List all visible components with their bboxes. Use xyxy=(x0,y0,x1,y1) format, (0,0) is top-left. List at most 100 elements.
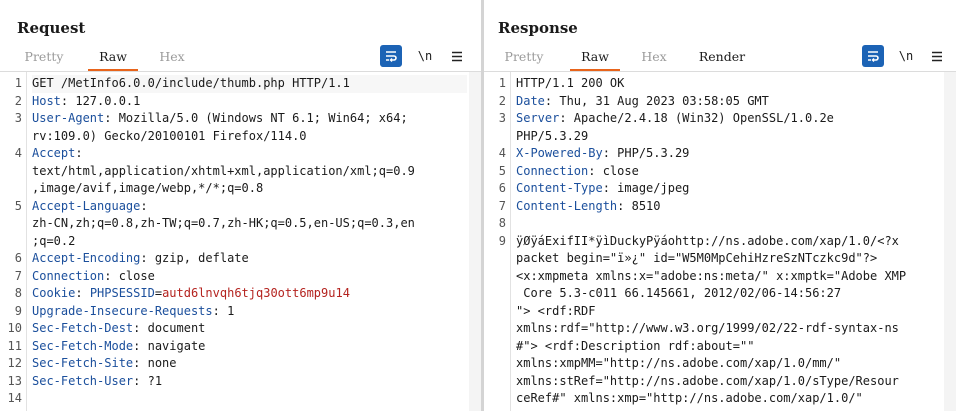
header-name: Server xyxy=(516,111,560,125)
line-number: 9 xyxy=(14,303,22,318)
header-name: Sec-Fetch-Site xyxy=(32,356,134,370)
response-tab-pretty[interactable]: Pretty xyxy=(504,49,544,64)
code-text: HTTP/1.1 200 OK xyxy=(516,76,625,90)
code-text: : PHP/5.3.29 xyxy=(602,146,690,160)
code-text: : xyxy=(75,286,90,300)
code-text: : ?1 xyxy=(133,373,163,388)
response-menu-button[interactable] xyxy=(926,45,948,67)
line-number: 14 xyxy=(7,391,22,405)
code-line: "> <rdf:RDF xyxy=(516,303,595,321)
code-text: PHP/5.3.29 xyxy=(516,128,589,143)
request-tab-raw[interactable]: Raw xyxy=(84,44,142,71)
response-toolbar-divider xyxy=(484,71,956,72)
code-line: Content-Type: image/jpeg xyxy=(516,180,689,198)
code-text: text/html,application/xhtml+xml,applicat… xyxy=(32,163,415,178)
response-wrap-button[interactable] xyxy=(862,45,884,67)
response-tab-hex[interactable]: Hex xyxy=(641,49,667,64)
code-text: Core 5.3-c011 66.145661, 2012/02/06-14:5… xyxy=(516,286,842,300)
response-tab-raw[interactable]: Raw xyxy=(566,44,624,71)
request-menu-button[interactable] xyxy=(446,45,468,67)
request-title: Request xyxy=(17,19,86,37)
line-number: 9 xyxy=(498,233,506,248)
code-line: xmlns:xmpMM="http://ns.adobe.com/xap/1.0… xyxy=(516,355,841,373)
line-number: 11 xyxy=(7,338,22,353)
code-text: xmlns:stRef="http://ns.adobe.com/xap/1.0… xyxy=(516,373,899,388)
wrap-lines-icon xyxy=(386,51,397,62)
request-tab-hex[interactable]: Hex xyxy=(159,49,185,64)
header-name: Upgrade-Insecure-Requests xyxy=(32,303,213,318)
header-name: Host xyxy=(32,93,61,108)
line-number: 1 xyxy=(498,76,506,90)
line-number: 2 xyxy=(498,93,506,108)
code-line: Core 5.3-c011 66.145661, 2012/02/06-14:5… xyxy=(516,285,841,303)
code-text: xmlns:xmpMM="http://ns.adobe.com/xap/1.0… xyxy=(516,356,842,370)
code-line: ,image/avif,image/webp,*/*;q=0.8 xyxy=(32,180,263,198)
header-name: Accept xyxy=(32,146,76,160)
hamburger-menu-icon xyxy=(932,51,942,61)
code-line: Server: Apache/2.4.18 (Win32) OpenSSL/1.… xyxy=(516,110,834,128)
code-line: <x:xmpmeta xmlns:x="adobe:ns:meta/" x:xm… xyxy=(516,268,906,286)
code-text: : gzip, deflate xyxy=(140,251,249,265)
code-text: = xyxy=(154,286,163,300)
line-number: 4 xyxy=(14,146,22,160)
code-line: xmlns:rdf="http://www.w3.org/1999/02/22-… xyxy=(516,320,899,338)
header-name: Accept-Language xyxy=(32,198,141,213)
line-number: 5 xyxy=(498,163,506,178)
response-tabs: Pretty Raw Hex Render xyxy=(484,44,956,71)
code-line: Connection: close xyxy=(516,163,639,181)
code-line: packet begin="ï»¿" id="W5M0MpCehiHzreSzN… xyxy=(516,250,877,268)
request-wrap-button[interactable] xyxy=(380,45,402,67)
response-title: Response xyxy=(498,19,578,37)
request-newline-button[interactable]: \n xyxy=(417,49,433,63)
response-newline-button[interactable]: \n xyxy=(898,49,914,63)
code-line: #"> <rdf:Description rdf:about="" xyxy=(516,338,754,356)
hamburger-menu-icon xyxy=(452,51,462,61)
code-text: : close xyxy=(588,163,639,178)
request-tab-pretty[interactable]: Pretty xyxy=(24,49,64,64)
code-line: ;q=0.2 xyxy=(32,233,75,251)
header-name: Date xyxy=(516,93,545,108)
code-line: Upgrade-Insecure-Requests: 1 xyxy=(32,303,234,321)
code-line: ceRef#" xmlns:xmp="http://ns.adobe.com/x… xyxy=(516,390,863,408)
code-line: Host: 127.0.0.1 xyxy=(32,93,140,111)
response-tab-render[interactable]: Render xyxy=(698,49,746,64)
header-name: Sec-Fetch-Mode xyxy=(32,338,134,353)
code-line: Connection: close xyxy=(32,268,155,286)
header-name: Sec-Fetch-User xyxy=(32,373,134,388)
response-scrollbar[interactable] xyxy=(944,72,956,411)
code-line: Sec-Fetch-Mode: navigate xyxy=(32,338,205,356)
line-number: 10 xyxy=(7,321,22,335)
code-line: Sec-Fetch-User: ?1 xyxy=(32,373,162,391)
line-number: 5 xyxy=(14,198,22,213)
code-line: Content-Length: 8510 xyxy=(516,198,661,216)
code-line: zh-CN,zh;q=0.8,zh-TW;q=0.7,zh-HK;q=0.5,e… xyxy=(32,215,415,233)
line-number: 4 xyxy=(498,146,506,160)
line-number: 6 xyxy=(14,251,22,265)
panel-splitter[interactable] xyxy=(481,0,484,411)
code-text: GET /MetInfo6.0.0/include/thumb.php HTTP… xyxy=(32,76,350,90)
code-text: <x:xmpmeta xmlns:x="adobe:ns:meta/" x:xm… xyxy=(516,268,907,283)
cookie-name: PHPSESSID xyxy=(89,286,155,300)
header-name: Connection xyxy=(516,163,589,178)
code-line: PHP/5.3.29 xyxy=(516,128,588,146)
code-text: packet begin="ï»¿" id="W5M0MpCehiHzreSzN… xyxy=(516,251,878,265)
header-name: Sec-Fetch-Dest xyxy=(32,321,134,335)
line-number: 12 xyxy=(7,356,22,370)
request-toolbar-divider xyxy=(0,71,481,72)
code-text: : xyxy=(140,198,148,213)
code-line: Accept-Language: xyxy=(32,198,148,216)
code-text: ,image/avif,image/webp,*/*;q=0.8 xyxy=(32,181,264,195)
code-line: text/html,application/xhtml+xml,applicat… xyxy=(32,163,415,181)
request-tabs: Pretty Raw Hex xyxy=(0,44,481,71)
code-text: : 8510 xyxy=(617,198,661,213)
code-text: #"> <rdf:Description rdf:about="" xyxy=(516,338,755,353)
code-line: Date: Thu, 31 Aug 2023 03:58:05 GMT xyxy=(516,93,769,111)
code-line: xmlns:stRef="http://ns.adobe.com/xap/1.0… xyxy=(516,373,899,391)
code-text: : image/jpeg xyxy=(602,181,690,195)
header-name: Content-Type xyxy=(516,181,603,195)
request-scrollbar[interactable] xyxy=(469,72,481,411)
